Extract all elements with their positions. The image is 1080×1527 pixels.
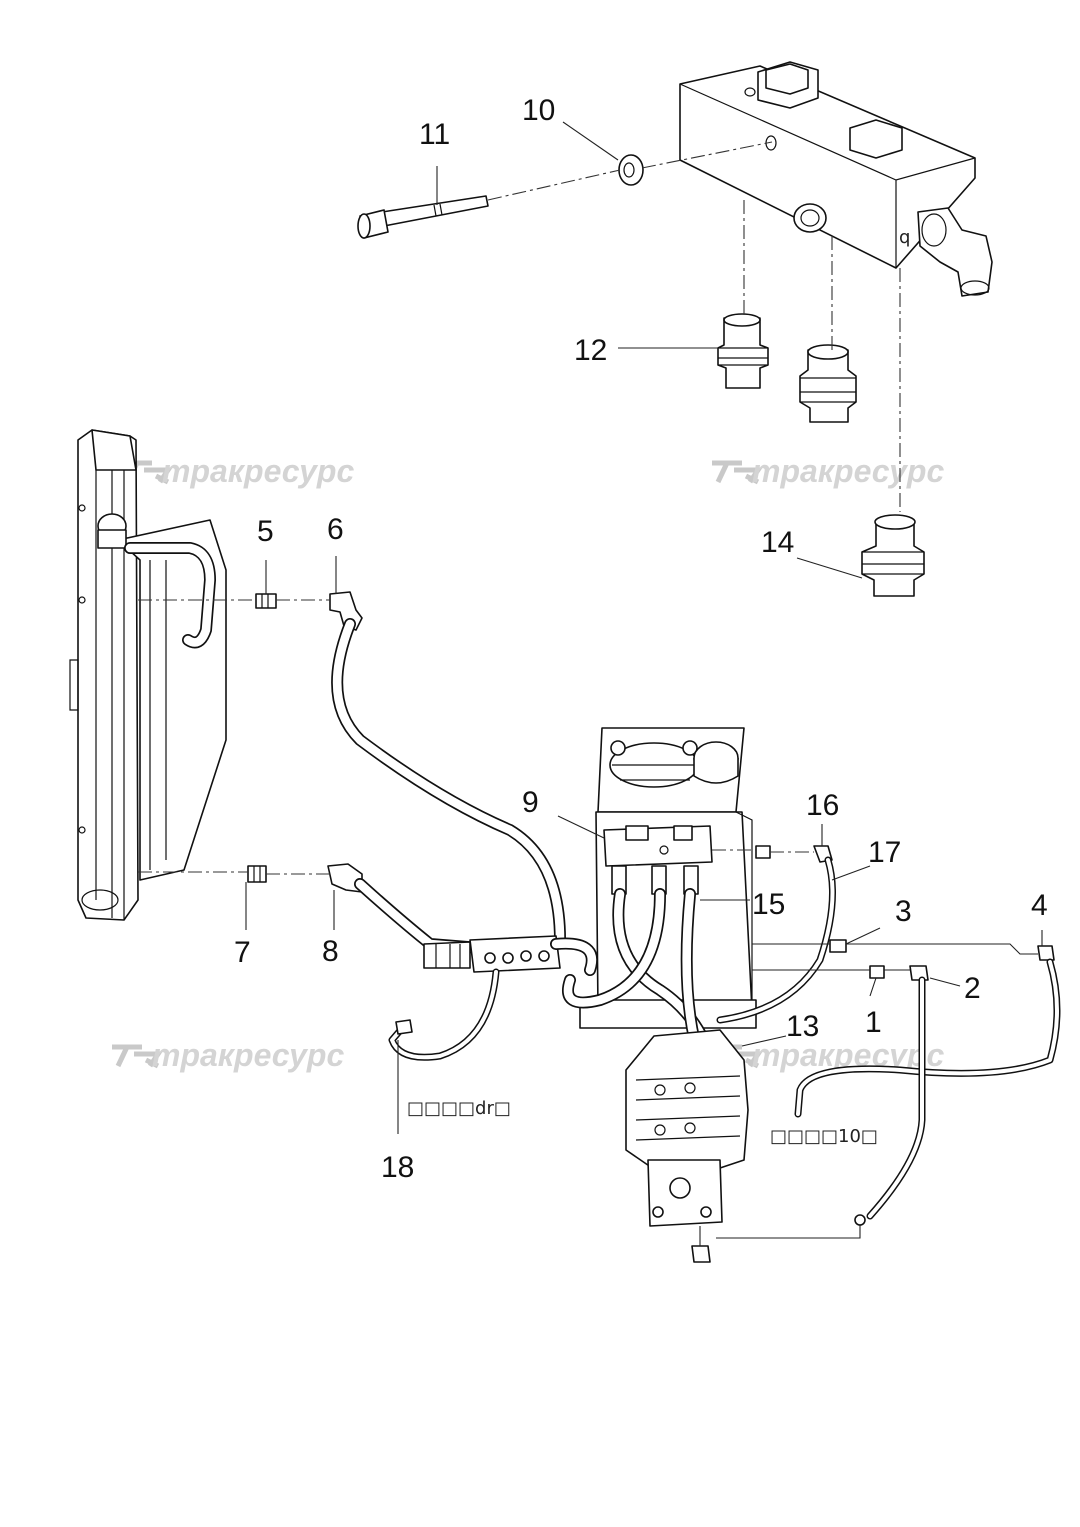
callout-10: 10 (522, 94, 555, 127)
callout-14: 14 (761, 526, 794, 559)
svg-text:q: q (899, 227, 910, 248)
callout-12: 12 (574, 334, 607, 367)
note-left: □□□□dr□ (407, 1098, 511, 1119)
fitting-middle (799, 344, 857, 423)
callout-9: 9 (522, 786, 539, 819)
fitting-14 (861, 514, 925, 597)
callout-11: 11 (419, 118, 450, 151)
callout-8: 8 (322, 935, 339, 968)
fitting-7 (247, 865, 267, 883)
fitting-16 (755, 845, 833, 863)
callout-3: 3 (895, 895, 912, 928)
callout-18: 18 (381, 1151, 414, 1184)
note-right: □□□□10□ (770, 1126, 878, 1147)
watermark-3: тракресурс (112, 1037, 344, 1073)
bolt (357, 195, 489, 239)
watermark-text: тракресурс (752, 453, 944, 489)
fitting-3 (829, 939, 847, 953)
fitting-12 (717, 313, 769, 389)
leader-lines (245, 121, 1043, 1134)
callout-4: 4 (1031, 889, 1048, 922)
callout-1: 1 (865, 1006, 882, 1039)
callout-6: 6 (327, 513, 344, 546)
callout-17: 17 (868, 836, 901, 869)
hydraulic-tank (579, 727, 757, 1029)
distribution-block (423, 935, 561, 973)
fitting-1 (869, 965, 885, 979)
callout-15: 15 (752, 888, 785, 921)
fitting-2 (909, 965, 929, 981)
fitting-5 (255, 593, 277, 609)
watermark-1: тракресурс (122, 453, 354, 489)
control-valve (625, 1029, 749, 1263)
watermark-2: тракресурс (712, 453, 944, 489)
valve-block: q (679, 61, 993, 297)
callout-2: 2 (964, 972, 981, 1005)
watermark-text: тракресурс (162, 453, 354, 489)
callout-5: 5 (257, 515, 274, 548)
washer (618, 154, 644, 186)
callout-16: 16 (806, 789, 839, 822)
radiator (69, 429, 227, 921)
callout-7: 7 (234, 936, 251, 969)
callout-13: 13 (786, 1010, 819, 1043)
fitting-4 (1037, 945, 1055, 961)
watermark-text: тракресурс (152, 1037, 344, 1073)
